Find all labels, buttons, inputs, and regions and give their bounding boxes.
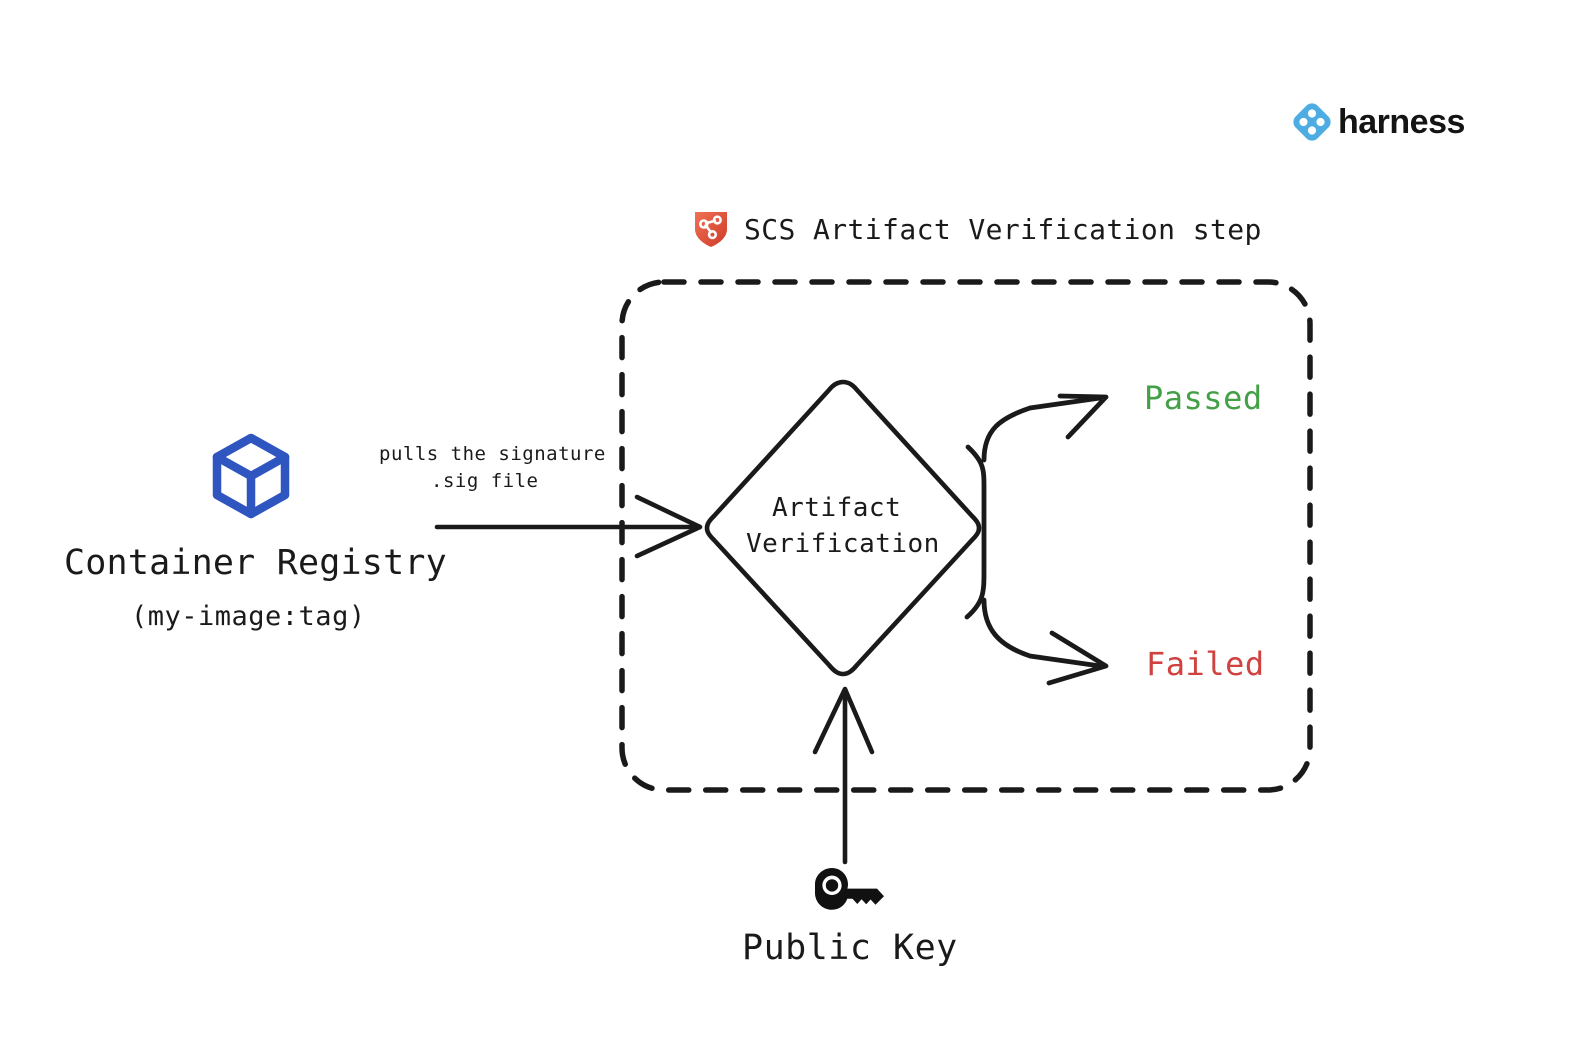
scs-step-boundary bbox=[619, 279, 1313, 793]
outcome-label-passed: Passed bbox=[1144, 379, 1263, 417]
container-registry-subtitle: (my-image:tag) bbox=[131, 601, 366, 632]
arrow-branch-to-passed bbox=[981, 393, 1109, 463]
scs-step-label: SCS Artifact Verification step bbox=[744, 212, 1262, 246]
decision-label-line1: Artifact bbox=[772, 493, 902, 523]
container-cube-icon bbox=[212, 433, 290, 519]
public-key-label: Public Key bbox=[742, 928, 958, 968]
arrow-key-to-verification bbox=[812, 686, 875, 865]
scs-shield-icon bbox=[695, 212, 727, 247]
arrow-branch-to-failed bbox=[981, 597, 1109, 686]
pull-signature-note-line1: pulls the signature bbox=[379, 443, 606, 465]
decision-label-line2: Verification bbox=[746, 529, 940, 559]
outcome-branch-stem bbox=[964, 444, 987, 620]
key-icon bbox=[815, 868, 884, 910]
outcome-label-failed: Failed bbox=[1146, 645, 1265, 683]
harness-logo: harness bbox=[1293, 103, 1465, 141]
scs-step-caption: SCS Artifact Verification step bbox=[694, 210, 1262, 248]
artifact-verification-diamond bbox=[704, 379, 982, 677]
pull-signature-note-line2: .sig file bbox=[431, 470, 539, 492]
arrow-registry-to-verification bbox=[434, 494, 703, 559]
harness-diamond-icon bbox=[1293, 103, 1331, 141]
container-registry-title: Container Registry bbox=[64, 543, 447, 583]
harness-wordmark: harness bbox=[1338, 103, 1465, 141]
